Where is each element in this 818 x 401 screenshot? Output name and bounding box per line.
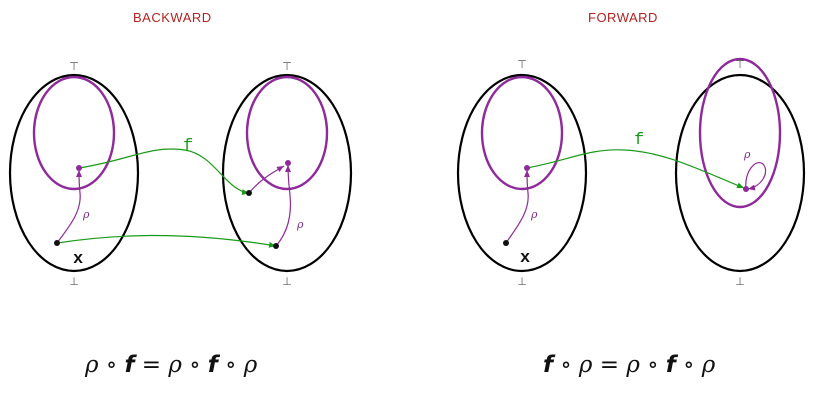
backward-x-label: x [73,250,83,269]
backward-point-fixpoint-left [76,165,82,171]
backward-point-fx [246,190,252,196]
backward-diagram: ⊤ ⊤ ⊥ ⊥ f ρ ρ x [8,60,353,288]
backward-point-fixpoint-right [285,160,291,166]
forward-point-fixpoint-right [743,186,749,192]
backward-left-lattice [8,73,140,273]
backward-point-x [54,240,60,246]
forward-right-top-label: ⊤ [735,58,745,71]
eq-symbol: ρ [85,352,99,378]
backward-f-arrow-lower [56,234,277,248]
eq-symbol: ρ [578,352,593,378]
forward-f-arrow [526,149,745,189]
eq-symbol: = [592,352,627,378]
forward-left-lattice [456,73,588,273]
eq-symbol: f [207,352,218,378]
forward-x-label: x [520,249,530,268]
backward-rho-arrow-left [56,169,83,244]
backward-right-top-label: ⊤ [282,60,292,73]
eq-symbol: f [665,352,676,378]
eq-symbol: ∘ [639,352,666,378]
eq-symbol: f [543,352,554,378]
backward-right-fixpoints [245,75,329,191]
forward-right-lattice [674,73,806,273]
eq-symbol: ∘ [98,352,125,378]
forward-equation: f ∘ ρ = ρ ∘ f ∘ ρ [543,352,715,378]
eq-symbol: ρ [626,352,640,378]
backward-left-bottom-label: ⊥ [69,275,79,288]
forward-rho-label-left: ρ [530,208,538,221]
forward-title: Forward [588,6,658,27]
forward-left-bottom-label: ⊥ [517,275,527,288]
backward-f-label: f [183,137,193,156]
forward-point-x [503,240,509,246]
backward-right-lattice [221,73,353,273]
backward-equation: ρ ∘ f = ρ ∘ f ∘ ρ [85,352,257,378]
eq-symbol: ∘ [217,352,244,378]
forward-f-label: f [634,131,644,150]
eq-symbol: ρ [168,352,182,378]
forward-left-fixpoints [480,75,564,191]
backward-left-top-label: ⊤ [69,60,79,73]
eq-symbol: ∘ [553,352,579,378]
backward-rho-arrow-right-lower [275,164,292,247]
eq-symbol: f [124,352,135,378]
forward-rho-label-loop: ρ [743,148,751,161]
backward-point-fx-lower [273,243,279,249]
eq-symbol: = [134,352,169,378]
eq-symbol: ∘ [181,352,208,378]
forward-point-fixpoint-left [524,165,530,171]
forward-rho-arrow-left [505,169,531,244]
eq-symbol: ∘ [675,352,702,378]
backward-left-fixpoints [32,75,116,191]
forward-right-bottom-label: ⊥ [735,275,745,288]
forward-rho-self-loop [745,162,767,191]
forward-right-fixpoints [698,57,782,209]
forward-left-top-label: ⊤ [517,58,527,71]
forward-diagram: ⊤ ⊤ ⊥ ⊥ f ρ ρ x [456,57,806,288]
backward-rho-label-left: ρ [82,208,90,221]
backward-f-arrow-upper [78,148,250,196]
backward-rho-arrow-right-upper [248,165,285,194]
backward-right-bottom-label: ⊥ [282,275,292,288]
backward-rho-label-right: ρ [296,218,304,231]
eq-symbol: ρ [701,352,716,378]
eq-symbol: ρ [243,352,258,378]
backward-title: Backward [133,6,212,27]
